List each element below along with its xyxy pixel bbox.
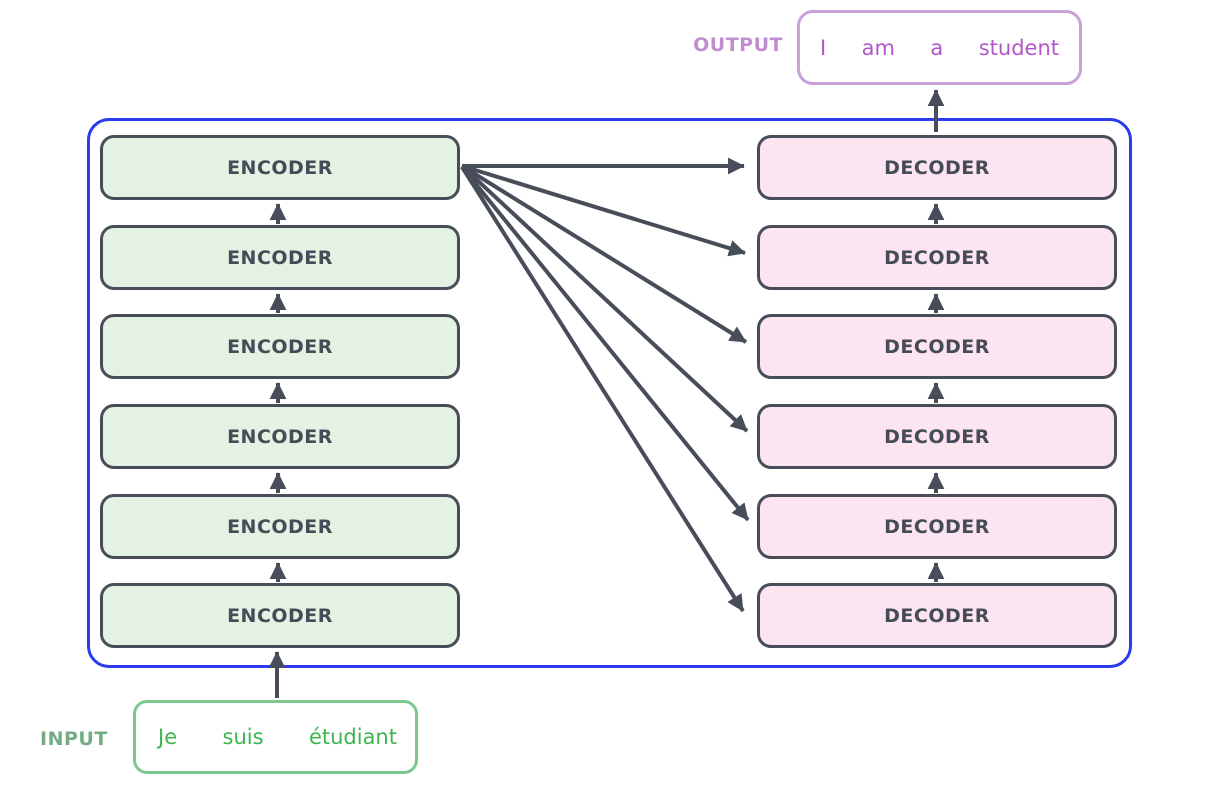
- decoder-block-6: DECODER: [757, 135, 1117, 200]
- decoder-block-2: DECODER: [757, 494, 1117, 559]
- encoder-block-3: ENCODER: [100, 404, 460, 469]
- encoder-block-5: ENCODER: [100, 225, 460, 290]
- decoder-block-5: DECODER: [757, 225, 1117, 290]
- input-word: suis: [222, 725, 264, 749]
- encoder-block-4: ENCODER: [100, 314, 460, 379]
- encoder-block-2: ENCODER: [100, 494, 460, 559]
- output-word: I: [820, 35, 827, 60]
- decoder-block-4: DECODER: [757, 314, 1117, 379]
- output-label: OUTPUT: [693, 34, 783, 56]
- output-word: am: [861, 35, 895, 60]
- input-sentence-box: Je suis étudiant: [133, 700, 418, 774]
- decoder-block-1: DECODER: [757, 583, 1117, 648]
- output-sentence-box: I am a student: [797, 10, 1082, 85]
- input-word: étudiant: [308, 725, 397, 749]
- input-label: INPUT: [40, 728, 108, 750]
- output-word: a: [930, 35, 944, 60]
- encoder-block-6: ENCODER: [100, 135, 460, 200]
- encoder-block-1: ENCODER: [100, 583, 460, 648]
- decoder-block-3: DECODER: [757, 404, 1117, 469]
- output-word: student: [978, 35, 1059, 60]
- input-word: Je: [158, 725, 178, 749]
- encoder-decoder-container: [87, 118, 1132, 668]
